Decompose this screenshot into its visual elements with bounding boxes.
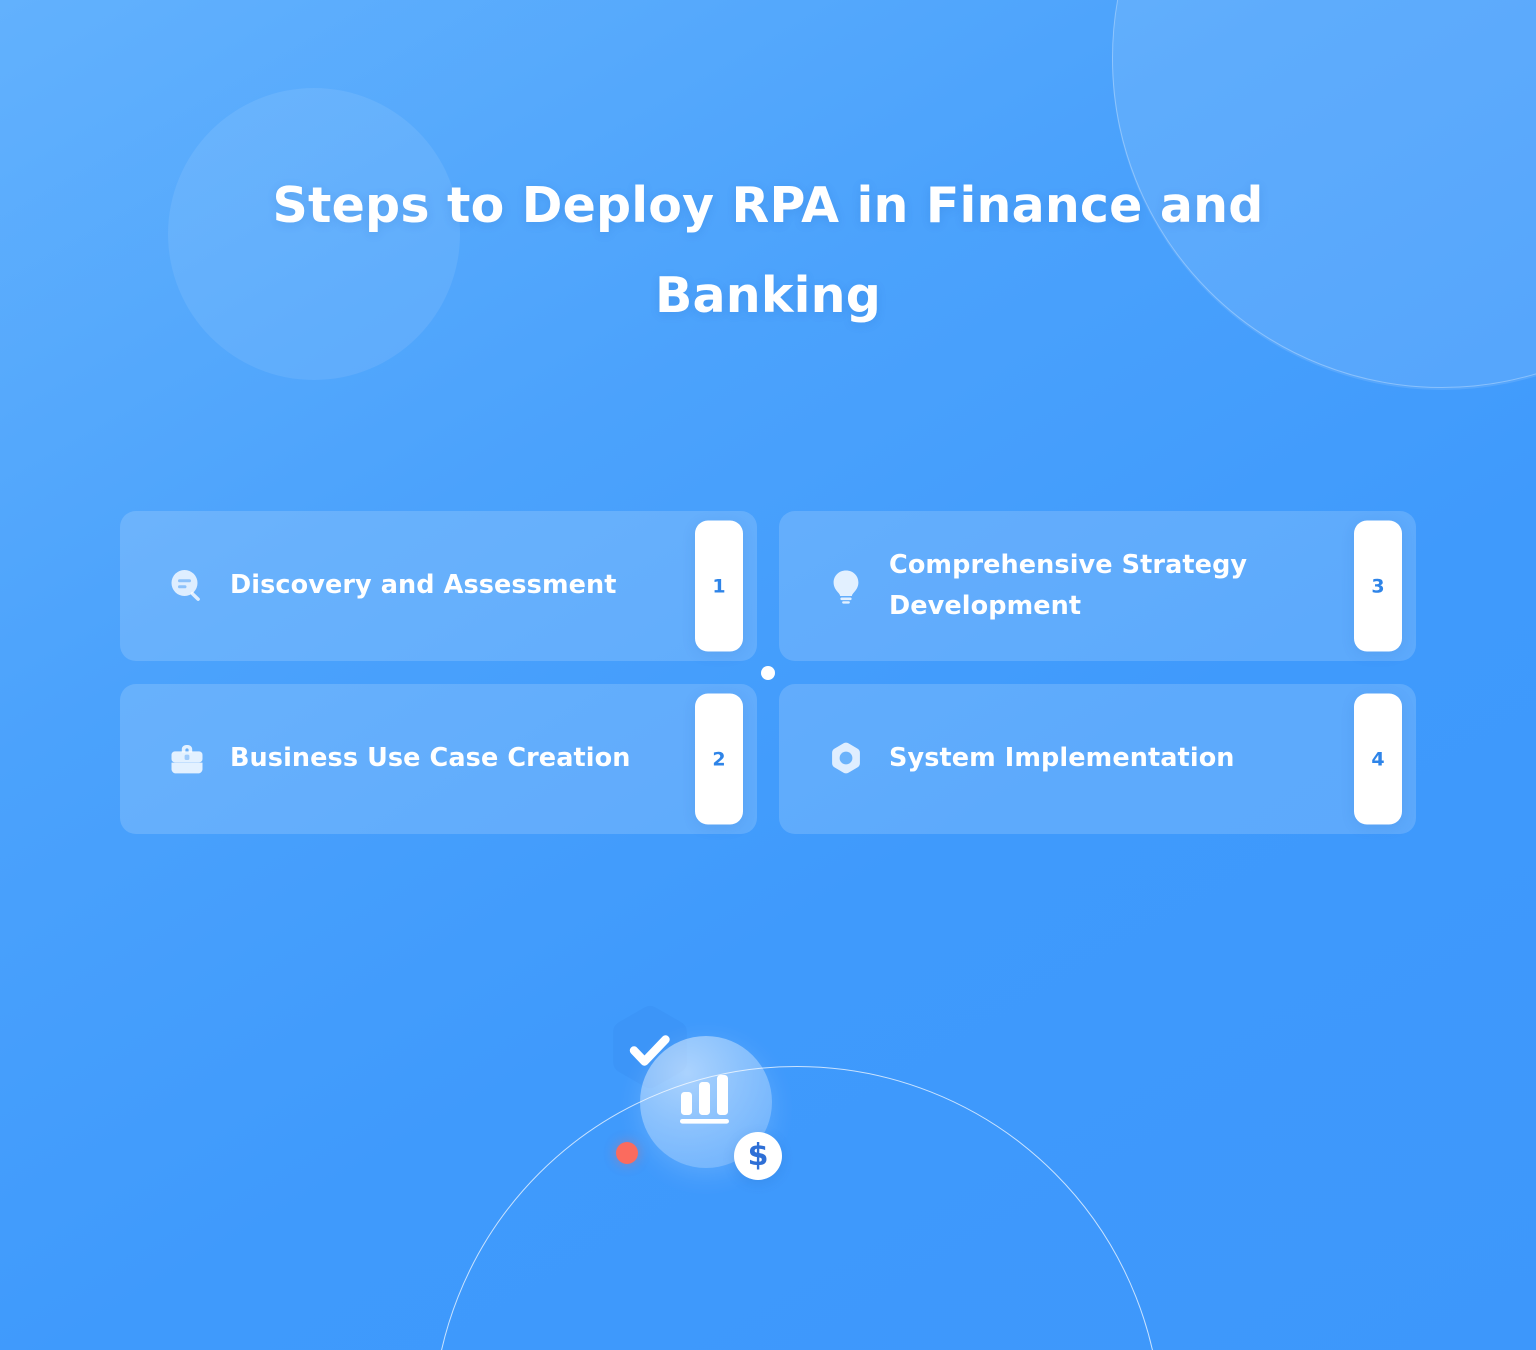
step-card-label: Discovery and Assessment [230, 570, 617, 601]
step-card-comprehensive-strategy-development[interactable]: Comprehensive Strategy Development 3 [779, 511, 1416, 661]
step-number-badge: 2 [695, 693, 743, 825]
step-number-badge: 3 [1354, 520, 1402, 652]
magnifier-document-icon [166, 565, 208, 607]
grid-center-dot [761, 666, 775, 680]
step-card-discovery-and-assessment[interactable]: Discovery and Assessment 1 [120, 511, 757, 661]
red-dot-icon [616, 1142, 638, 1164]
step-number-badge: 4 [1354, 693, 1402, 825]
step-card-label: Business Use Case Creation [230, 743, 631, 774]
steps-grid: Discovery and Assessment 1 Comprehensive… [120, 511, 1416, 834]
step-card-label: Comprehensive Strategy Development [889, 549, 1248, 621]
bar-chart-icon [675, 1073, 737, 1131]
bottom-illustration: $ [596, 1000, 806, 1200]
dollar-symbol: $ [747, 1138, 769, 1173]
page-title: Steps to Deploy RPA in Finance and Banki… [272, 176, 1264, 324]
hex-nut-icon [825, 738, 867, 780]
briefcase-icon [166, 738, 208, 780]
step-card-business-use-case-creation[interactable]: Business Use Case Creation 2 [120, 684, 757, 834]
step-card-system-implementation[interactable]: System Implementation 4 [779, 684, 1416, 834]
step-number-badge: 1 [695, 520, 743, 652]
step-card-label: System Implementation [889, 743, 1235, 774]
dollar-coin-icon: $ [734, 1132, 782, 1180]
lightbulb-icon [825, 565, 867, 607]
